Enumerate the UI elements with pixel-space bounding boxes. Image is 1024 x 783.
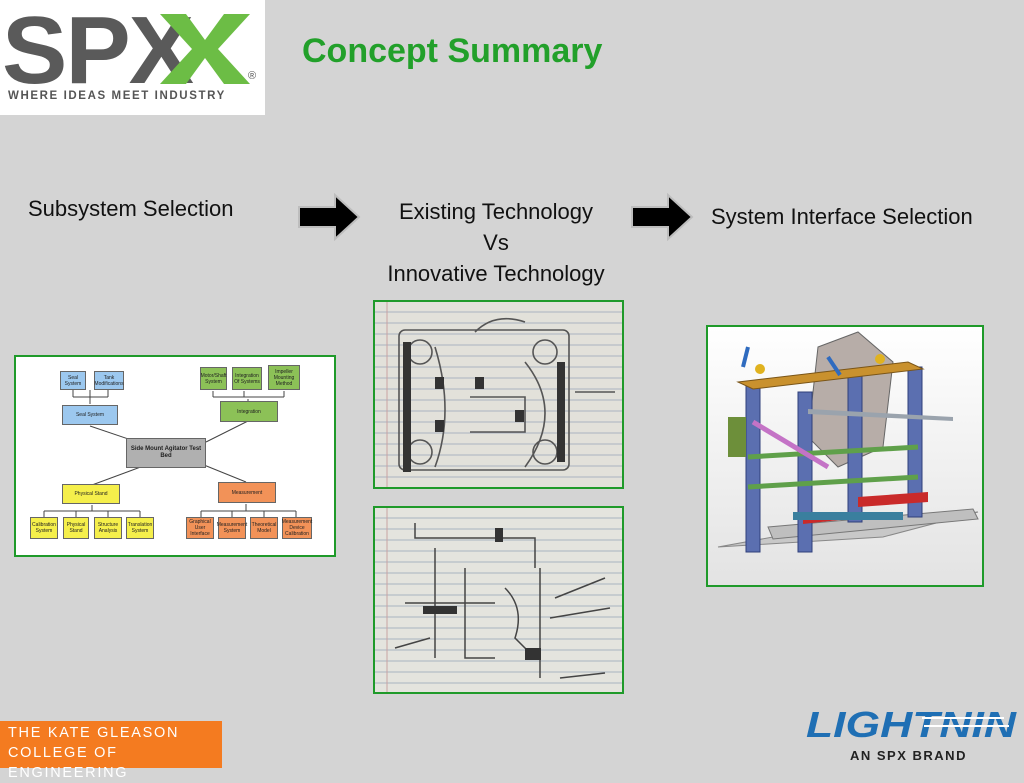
diagram-node: Tank Modifications — [94, 371, 124, 390]
diagram-node: Translation System — [126, 517, 154, 539]
slide-title: Concept Summary — [302, 32, 603, 70]
diagram-node: Structure Analysis — [94, 517, 122, 539]
diagram-node: Seal System — [60, 371, 86, 390]
right-arrow-icon — [631, 193, 694, 241]
step-existing-line3: Innovative Technology — [387, 261, 605, 286]
subsystem-diagram: Seal System Tank Modifications Seal Syst… — [14, 355, 336, 557]
diagram-node: Integration Of Systems — [232, 367, 262, 390]
diagram-node: Seal System — [62, 405, 118, 425]
step-existing-vs-innovative: Existing Technology Vs Innovative Techno… — [360, 196, 632, 289]
lightnin-logo: LIGHTNIN — [806, 704, 1017, 745]
diagram-node: Physical Stand — [63, 517, 89, 539]
step-existing-line1: Existing Technology — [398, 199, 594, 224]
step-system-interface-selection: System Interface Selection — [711, 204, 973, 229]
innovative-technology-sketch — [373, 506, 624, 694]
diagram-node: Measurement Device Calibration — [281, 517, 313, 539]
diagram-node: Graphical User Interface — [186, 517, 214, 539]
diagram-node: Measurement — [218, 482, 276, 503]
cad-model-drawing — [708, 327, 982, 585]
diagram-node: Measurement System — [217, 517, 247, 539]
lightnin-wordmark: LIGHTNIN — [806, 704, 1017, 745]
diagram-node: Calibration System — [30, 517, 58, 539]
registered-mark: ® — [248, 70, 257, 82]
kgcoe-line1: THE KATE GLEASON — [8, 725, 180, 741]
diagram-center-node: Side Mount Agitator Test Bed — [126, 438, 206, 468]
diagram-node: Integration — [220, 401, 278, 422]
spx-x-mark — [160, 14, 250, 84]
diagram-node: Physical Stand — [62, 484, 120, 504]
sketch-drawing — [375, 508, 622, 692]
kate-gleason-logo: THE KATE GLEASON COLLEGE OF ENGINEERING — [0, 721, 222, 781]
spx-wordmark-text: SPX — [2, 5, 194, 87]
existing-technology-sketch — [373, 300, 624, 489]
sketch-drawing — [375, 302, 622, 487]
step-existing-line2: Vs — [483, 230, 509, 255]
spx-tagline: WHERE IDEAS MEET INDUSTRY — [8, 90, 226, 102]
diagram-connectors — [43, 390, 297, 517]
diagram-node: Motor/Shaft System — [200, 367, 227, 390]
spx-wordmark: SPX — [2, 5, 196, 87]
lightnin-tagline: AN SPX BRAND — [850, 748, 967, 763]
diagram-node: Theoretical Model — [250, 517, 278, 539]
system-interface-cad-render — [706, 325, 984, 587]
diagram-node: Impeller Mounting Method — [268, 365, 300, 390]
right-arrow-icon — [298, 193, 361, 241]
kgcoe-line2: COLLEGE OF ENGINEERING — [8, 745, 129, 781]
step-subsystem-selection: Subsystem Selection — [28, 196, 234, 221]
spx-logo: SPX WHERE IDEAS MEET INDUSTRY ® — [0, 0, 265, 115]
